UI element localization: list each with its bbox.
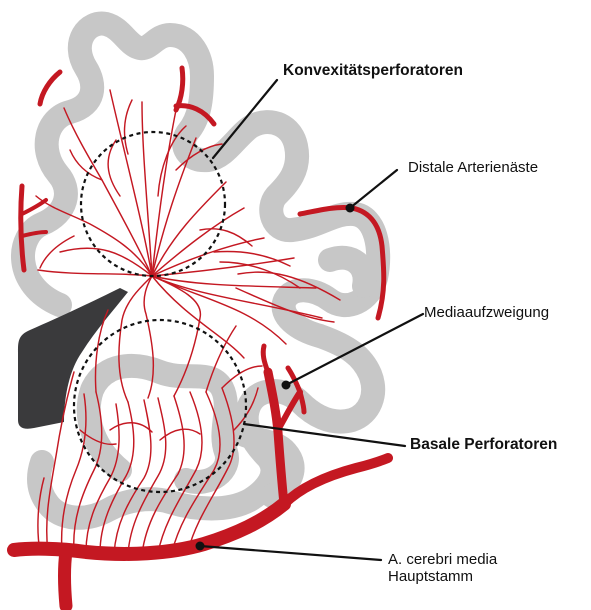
- mca-main-trunk-label: A. cerebri media Hauptstamm: [388, 551, 568, 586]
- mca-trunk-leader-line: [200, 546, 381, 560]
- distal-branches-leader-line: [350, 170, 397, 208]
- media-bifurcation-label: Mediaaufzweigung: [424, 304, 549, 321]
- mca-main-trunk-label-line-1: A. cerebri media: [388, 551, 568, 568]
- basal-perforators-label: Basale Perforatoren: [410, 436, 557, 454]
- distal-branches-label: Distale Arterienäste: [408, 159, 538, 176]
- distal-branches-dot: [346, 204, 355, 213]
- media-bifurcation-dot: [282, 381, 291, 390]
- mca-trunk-dot: [196, 542, 205, 551]
- mca-main-trunk-label-line-2: Hauptstamm: [388, 568, 568, 585]
- convexity-perforators-label: Konvexitätsperforatoren: [283, 62, 463, 80]
